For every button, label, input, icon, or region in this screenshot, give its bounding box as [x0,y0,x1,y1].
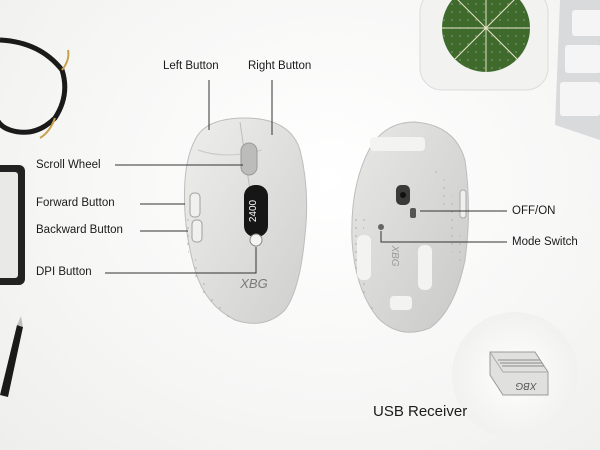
cactus-plant-icon [419,0,549,91]
pen-icon [0,316,23,397]
notebook-icon [0,165,25,285]
brand-logo-bottom: XBG [389,244,400,266]
callout-line-mode-switch [380,231,507,243]
scroll-wheel [240,142,258,176]
mouse-bottom-view: XBG [351,121,469,333]
label-usb-receiver: USB Receiver [373,403,468,420]
eyeglasses-icon [0,37,70,139]
label-left-button: Left Button [163,60,219,72]
dpi-value-text: 2400 [248,199,259,222]
mouse-foot-left [357,235,371,280]
label-off-on: OFF/ON [512,205,556,217]
mouse-top-view: 2400 XBG [183,117,308,324]
label-forward-button: Forward Button [36,197,115,209]
usb-brand-text: XBG [515,380,537,391]
label-right-button: Right Button [248,60,312,72]
label-dpi-button: DPI Button [36,266,92,278]
label-mode-switch: Mode Switch [512,236,578,248]
power-switch [410,208,416,218]
forward-button [189,192,201,218]
side-button-bottom [459,189,467,219]
backward-button [191,219,203,243]
keyboard-icon [555,0,600,140]
brand-logo-top: XBG [239,276,267,291]
callout-lines [105,80,507,274]
mouse-foot-bottom [390,296,412,310]
mode-switch-button [378,224,384,230]
label-backward-button: Backward Button [36,224,123,236]
callout-line-dpi [105,247,257,274]
mouse-foot-right [418,245,432,290]
dpi-button [249,233,263,247]
label-scroll-wheel: Scroll Wheel [36,159,101,171]
usb-receiver-icon: XBG [489,351,549,396]
dpi-display [244,185,268,237]
usb-receiver-area: XBG [452,312,578,438]
mouse-foot-top [370,137,425,151]
